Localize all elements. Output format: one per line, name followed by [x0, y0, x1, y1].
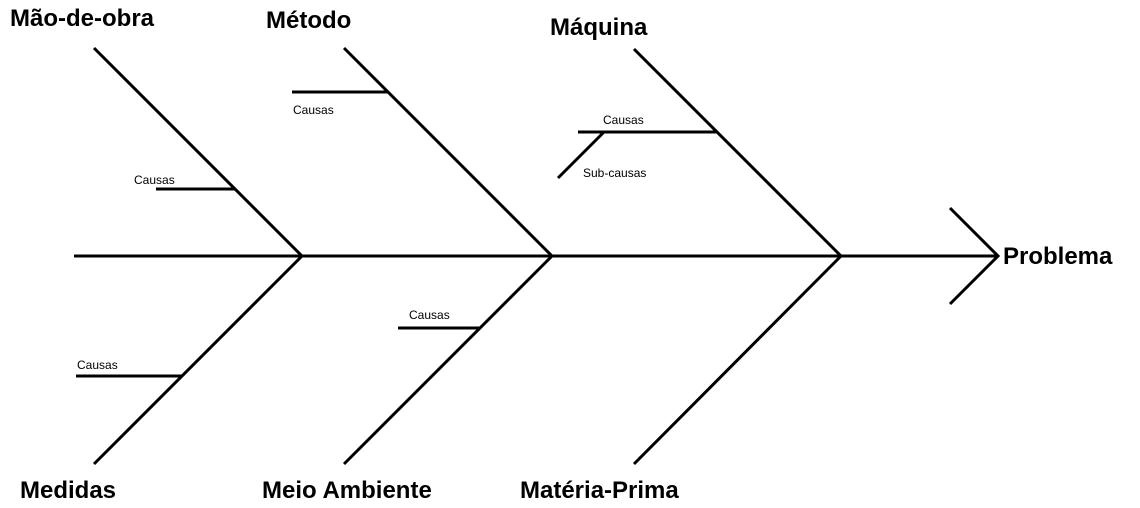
bone-materia-prima	[632, 254, 843, 466]
bone-medidas	[92, 254, 304, 466]
effect-label: Problema	[1003, 243, 1113, 270]
cause-label-meio-ambiente: Causas	[409, 308, 450, 322]
category-label-metodo: Método	[266, 7, 351, 34]
arrow-head	[948, 206, 1001, 306]
category-label-medidas: Medidas	[20, 477, 116, 504]
category-label-maquina: Máquina	[550, 14, 648, 41]
bone-maquina	[632, 47, 843, 258]
bone-metodo	[342, 46, 554, 258]
cause-label-maquina: Causas	[603, 113, 644, 127]
cause-label-mao-de-obra: Causas	[134, 173, 175, 187]
category-label-materia-prima: Matéria-Prima	[520, 477, 679, 504]
category-label-mao-de-obra: Mão-de-obra	[10, 5, 155, 32]
branch-maquina-subcause	[556, 130, 606, 180]
bone-meio-ambiente	[342, 254, 554, 466]
cause-label-metodo: Causas	[293, 103, 334, 117]
subcause-label-maquina: Sub-causas	[583, 166, 646, 180]
cause-label-medidas: Causas	[77, 358, 118, 372]
category-label-meio-ambiente: Meio Ambiente	[262, 477, 432, 504]
bone-mao-de-obra	[92, 46, 304, 258]
